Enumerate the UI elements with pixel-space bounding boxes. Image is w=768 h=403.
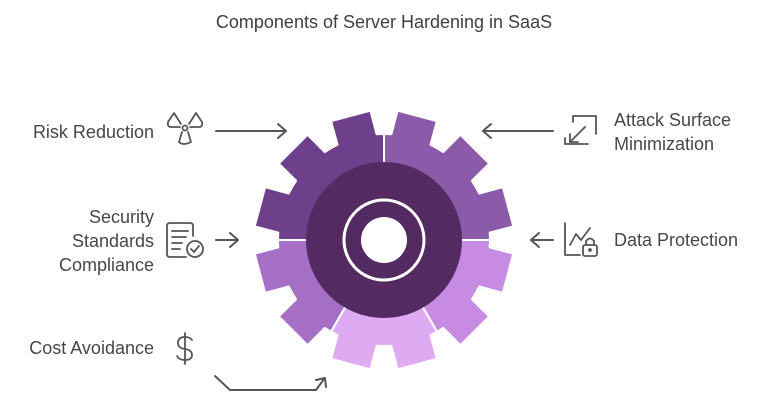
dollar-icon — [176, 332, 193, 365]
arrow-attack-surface — [482, 123, 554, 139]
chart-lock-icon — [564, 222, 598, 257]
minimize-arrow-icon — [564, 115, 597, 145]
label-security-standards-compliance: Security Standards Compliance — [58, 207, 154, 275]
arrow-security-compliance — [215, 232, 239, 248]
arrow-data-protection — [530, 232, 554, 248]
gear — [253, 109, 515, 371]
label-cost-avoidance: Cost Avoidance — [29, 338, 154, 358]
hub-hole — [361, 217, 407, 263]
label-data-protection: Data Protection — [614, 230, 739, 250]
radiation-icon — [166, 112, 204, 145]
arrow-risk-reduction — [215, 123, 287, 139]
label-risk-reduction: Risk Reduction — [32, 122, 154, 142]
diagram-title: Components of Server Hardening in SaaS — [215, 12, 553, 32]
hub-ring — [342, 198, 426, 282]
document-check-icon — [166, 222, 204, 258]
label-attack-surface-minimization: Attack Surface Minimization — [614, 110, 732, 154]
arrow-cost-avoidance — [214, 375, 327, 391]
